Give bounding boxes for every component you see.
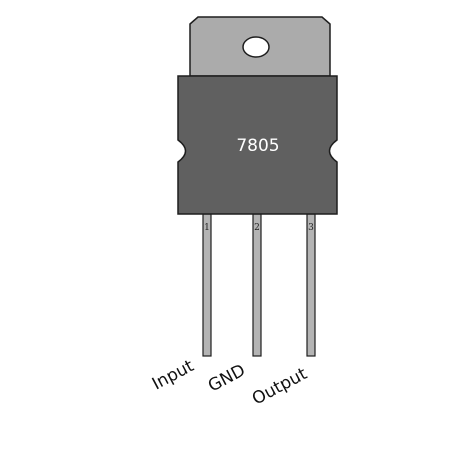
pin-2-lead <box>252 213 262 357</box>
mounting-hole <box>242 36 270 58</box>
pin-1-name: Input <box>149 356 198 394</box>
part-number-label: 7805 <box>236 136 279 156</box>
pin-3-lead <box>306 213 316 357</box>
pin-2-number: 2 <box>254 223 260 233</box>
pin-3-number: 3 <box>308 223 314 233</box>
pin-2-name: GND <box>205 360 249 396</box>
pin-3-name: Output <box>249 364 311 410</box>
package-body <box>177 75 338 215</box>
pin-leads <box>202 213 316 357</box>
pin-1-lead <box>202 213 212 357</box>
pin-1-number: 1 <box>204 223 210 233</box>
